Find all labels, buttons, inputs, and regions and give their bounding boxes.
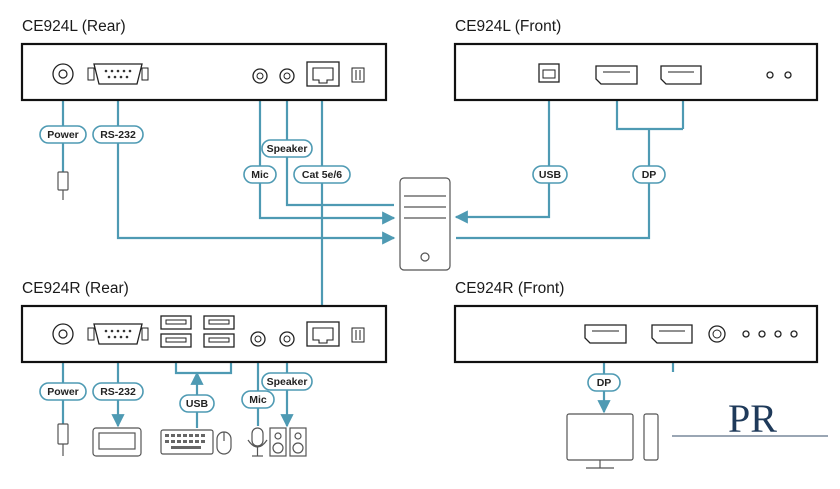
monitor-icon [566,413,634,469]
label-mic-right: Mic [241,390,275,409]
mouse-icon [216,431,232,455]
svg-text:Mic: Mic [251,169,269,181]
led-icon [742,330,750,338]
ce924l-front-unit [453,42,819,102]
svg-text:Cat 5e/6: Cat 5e/6 [302,169,342,181]
svg-text:RS-232: RS-232 [100,386,136,398]
displayport-icon [584,324,627,344]
power-jack-icon [52,63,74,85]
title-ce924l-front: CE924L (Front) [455,18,561,35]
keyboard-icon [160,429,214,455]
svg-text:USB: USB [186,398,209,410]
wire-mic-left [258,86,396,225]
power-plug-icon [57,171,69,200]
db9-serial-icon [87,63,149,85]
led-icon [766,71,774,79]
audio-jack-icon [250,331,266,347]
label-power-right: Power [39,382,87,401]
label-speaker-left: Speaker [261,139,313,158]
rj45-icon [306,61,340,87]
led-icon [790,330,798,338]
audio-jack-icon [279,68,295,84]
computer-tower-icon [399,177,451,271]
label-rs232-left: RS-232 [92,125,144,144]
led-icon [774,330,782,338]
monitor-icon [643,413,659,461]
terminal-icon [92,427,142,457]
wire-rs232-left [111,86,396,245]
label-dp-left-front: DP [632,165,666,184]
svg-text:DP: DP [597,377,612,389]
title-ce924l-rear: CE924L (Rear) [22,18,126,35]
power-plug-icon [57,423,69,456]
label-rs232-right: RS-232 [92,382,144,401]
dip-switch-icon [351,67,365,83]
title-ce924r-front: CE924R (Front) [455,280,564,297]
svg-text:Power: Power [47,129,79,141]
label-power-left: Power [39,125,87,144]
svg-text:USB: USB [539,169,562,181]
displayport-icon [651,324,693,344]
label-cat5: Cat 5e/6 [293,165,351,184]
label-speaker-right: Speaker [261,372,313,391]
title-ce924r-rear: CE924R (Rear) [22,280,129,297]
wire-speaker-left [280,84,394,207]
svg-text:Mic: Mic [249,394,267,406]
led-icon [758,330,766,338]
label-dp-right-front: DP [587,373,621,392]
svg-text:RS-232: RS-232 [100,129,136,141]
microphone-icon [247,427,268,457]
displayport-icon [595,65,638,85]
displayport-icon [660,65,702,85]
svg-text:Speaker: Speaker [267,376,308,388]
ce924l-rear-unit [20,42,388,102]
label-usb-left-front: USB [532,165,568,184]
usb-b-icon [538,63,560,83]
svg-text:DP: DP [642,169,657,181]
dip-switch-icon [351,327,365,343]
audio-jack-icon [279,331,295,347]
usb-a-icon [160,315,235,348]
speakers-icon [269,427,307,457]
wire-usb-left-front [454,88,551,224]
rj45-icon [306,321,340,347]
ce924r-front-unit [453,304,819,364]
svg-text:Power: Power [47,386,79,398]
led-icon [784,71,792,79]
label-mic-left: Mic [243,165,277,184]
audio-jack-icon [708,325,726,343]
pr-logo: PR [672,396,828,441]
svg-text:PR: PR [728,396,777,441]
db9-serial-icon [87,323,149,345]
svg-text:Speaker: Speaker [267,143,308,155]
ce924r-rear-unit [20,304,388,364]
label-usb-right: USB [179,394,215,413]
audio-jack-icon [252,68,268,84]
power-jack-icon [52,323,74,345]
